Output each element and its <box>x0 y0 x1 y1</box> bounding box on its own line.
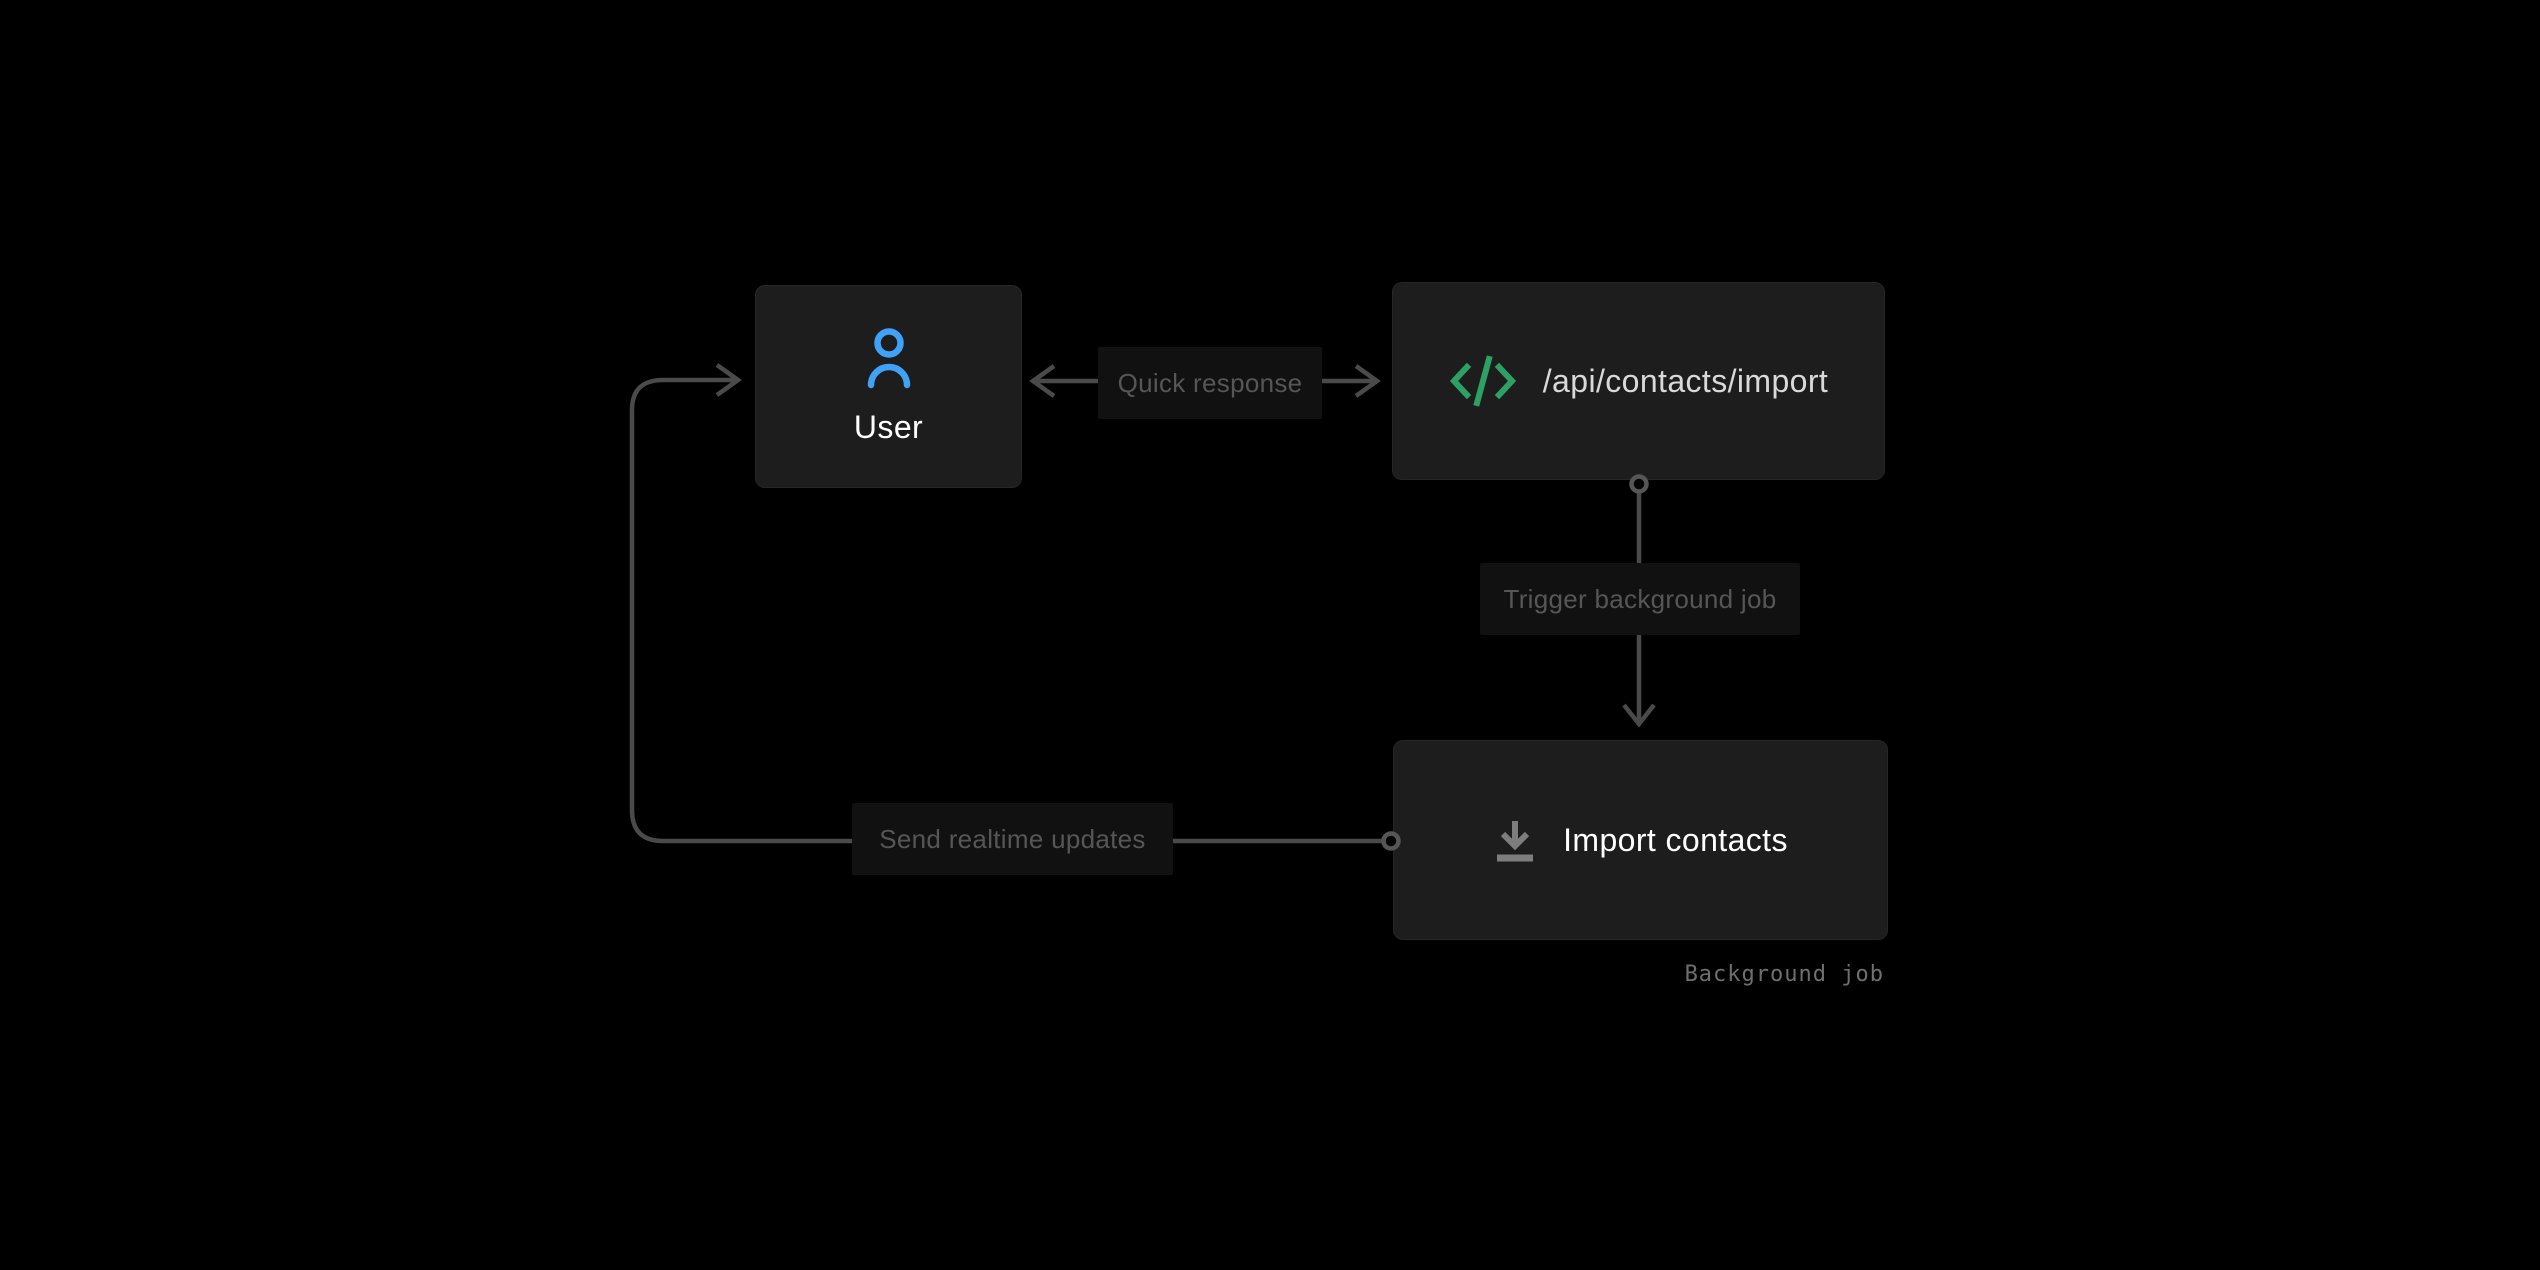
node-api-endpoint: /api/contacts/import <box>1392 282 1885 480</box>
connection-rings <box>1381 474 1649 851</box>
arrowhead-down-icon <box>1622 703 1656 728</box>
node-import-contacts: Import contacts <box>1393 740 1888 940</box>
node-import-contacts-label: Import contacts <box>1563 821 1788 858</box>
arrowhead-right-icon <box>1354 364 1381 398</box>
connector-ring-api-icon <box>1629 474 1649 494</box>
node-user: User <box>755 285 1022 488</box>
edge-label-quick-response: Quick response <box>1098 347 1322 419</box>
download-icon <box>1497 821 1534 862</box>
connector-ring-import-icon <box>1381 831 1401 851</box>
edge-label-trigger-background-job: Trigger background job <box>1480 563 1800 635</box>
node-api-endpoint-label: /api/contacts/import <box>1542 362 1829 399</box>
arrowhead-left-icon <box>1029 364 1056 398</box>
code-icon <box>1449 355 1516 407</box>
user-icon <box>867 328 910 389</box>
edge-send-realtime-updates <box>629 363 1383 844</box>
edge-label-send-realtime-updates: Send realtime updates <box>852 803 1173 875</box>
background-job-annotation: Background job <box>1684 962 1884 987</box>
arrowhead-right-icon <box>715 363 742 397</box>
node-user-label: User <box>853 409 924 445</box>
